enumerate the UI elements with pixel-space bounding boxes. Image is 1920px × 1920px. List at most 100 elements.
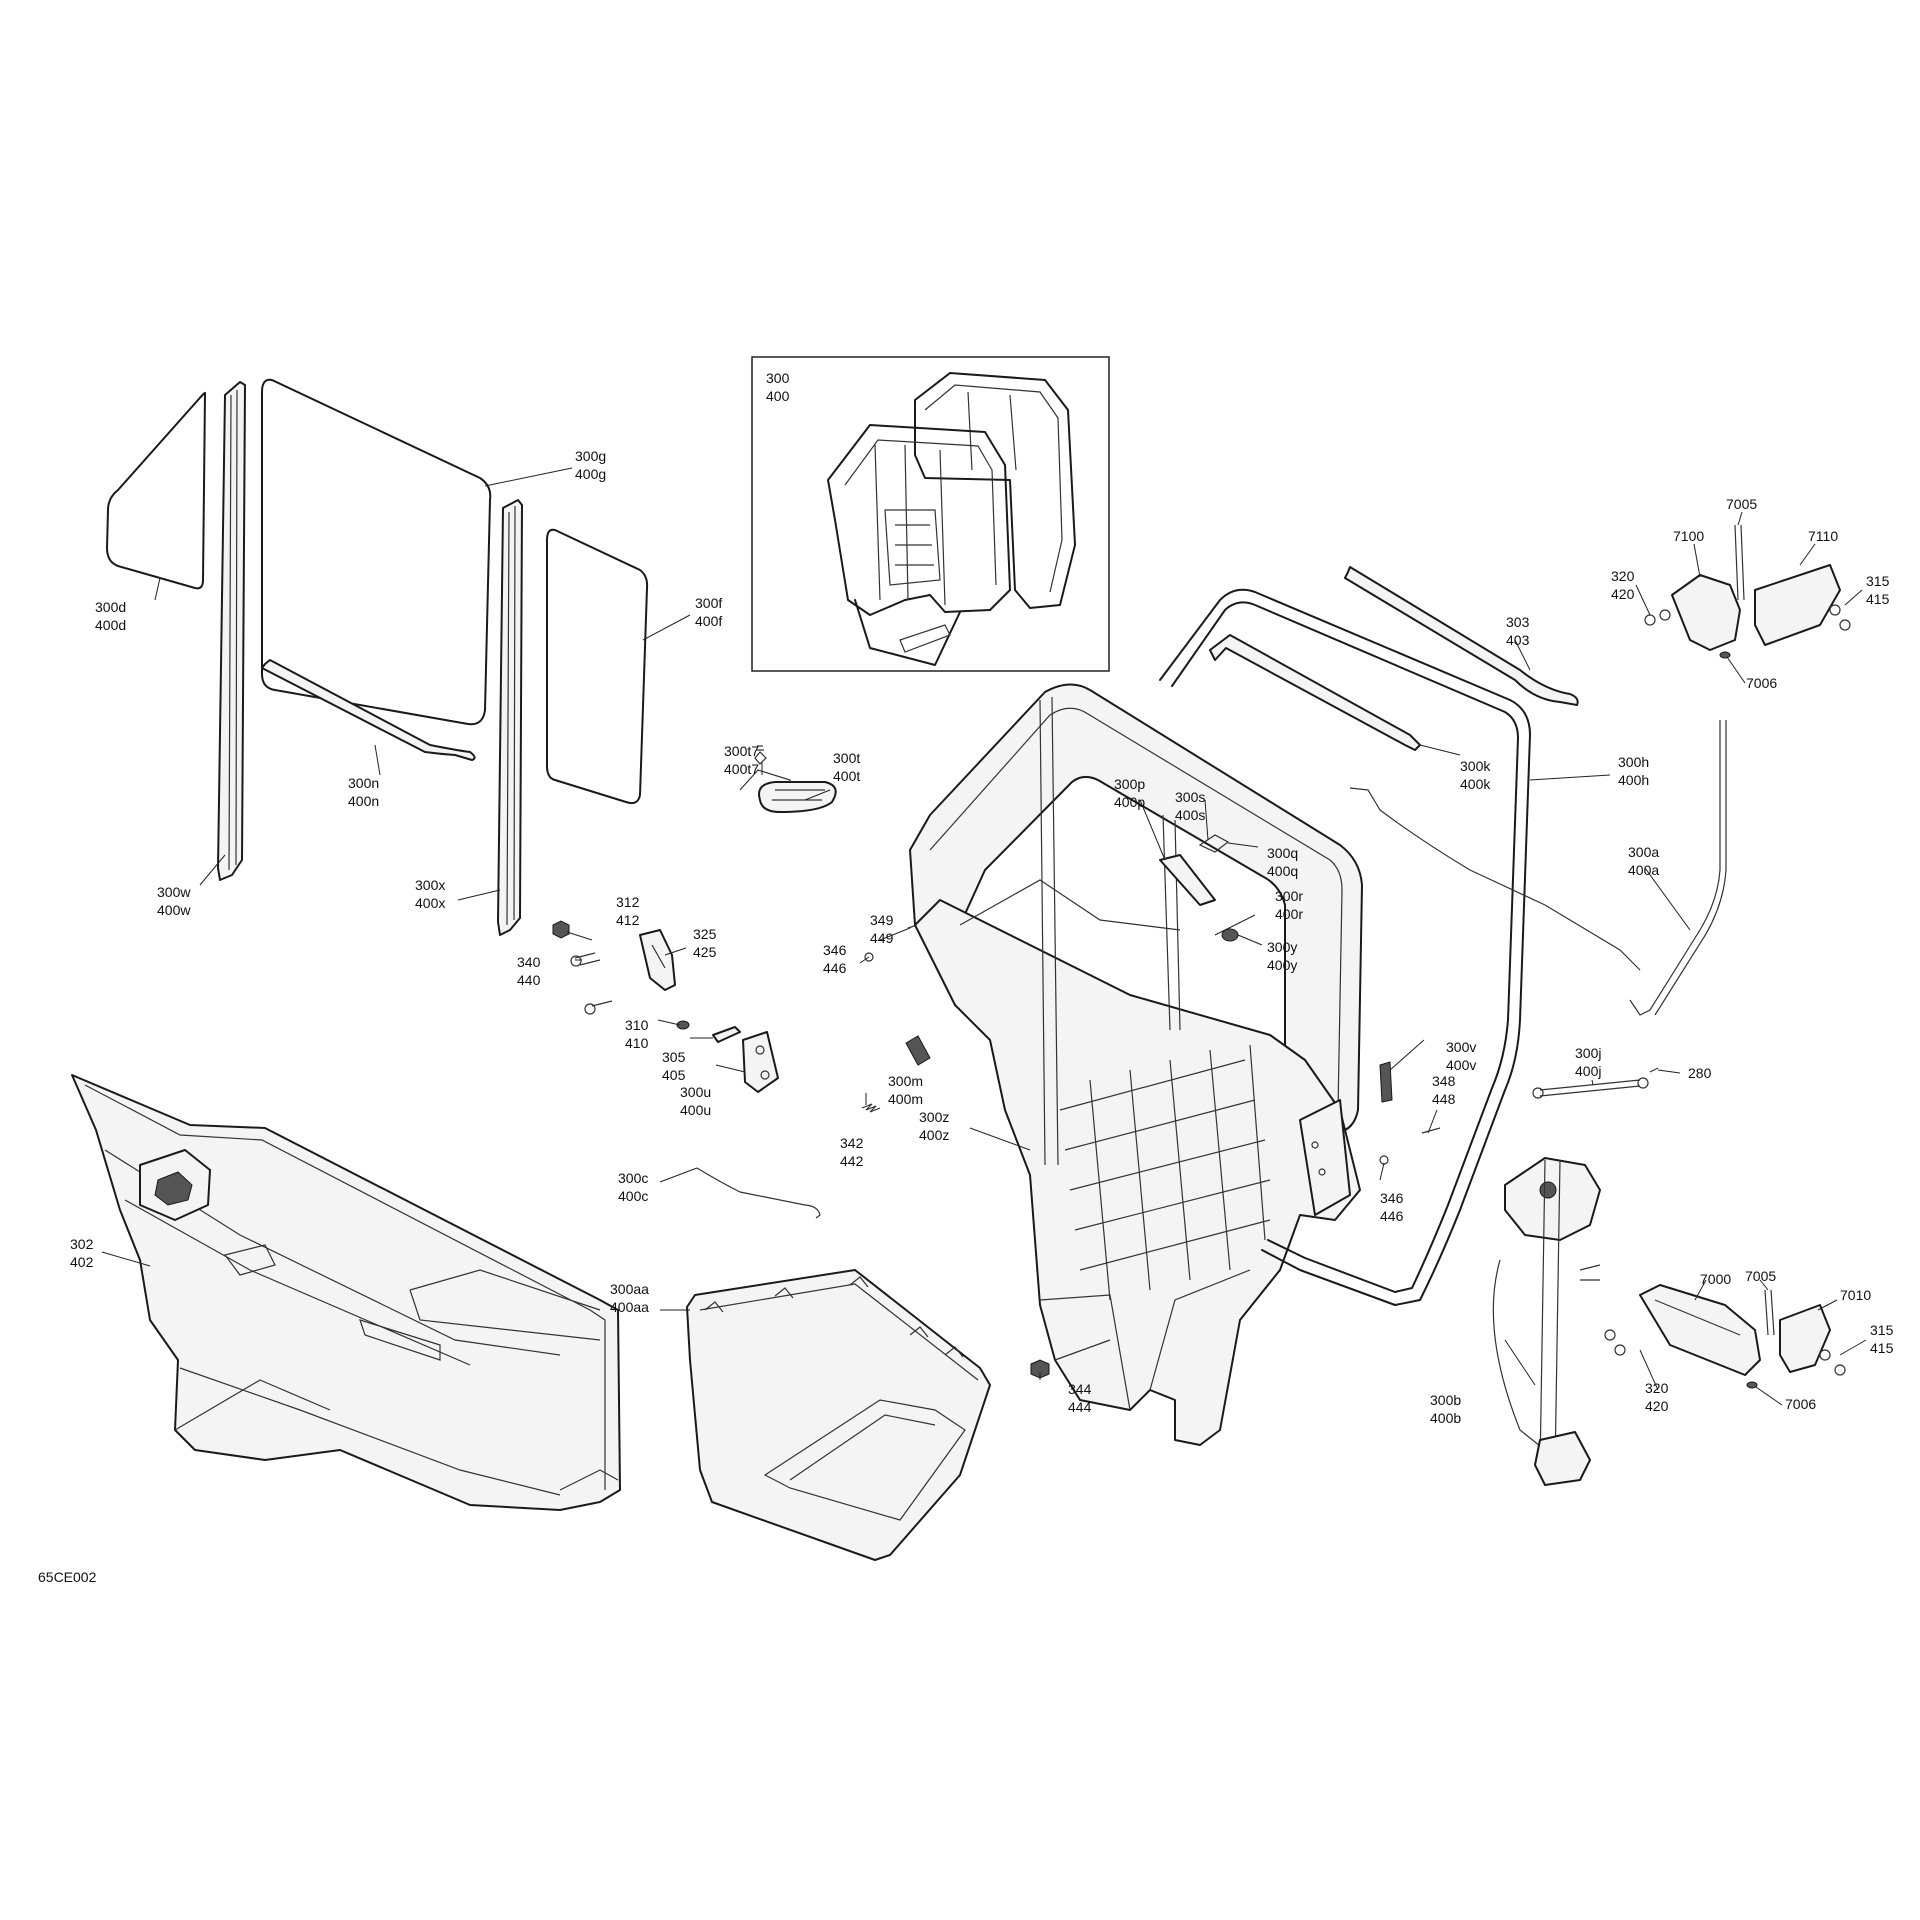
inset-door-assembly: 300 400 [751,356,1110,672]
callout-300m-1: 300m [888,1073,923,1089]
callout-300p-2: 400p [1114,794,1145,810]
callout-300r-2: 400r [1275,906,1303,922]
callout-300w-1: 300w [157,884,191,900]
callout-7100: 7100 [1673,528,1704,544]
inset-label-1: 300 [766,370,790,386]
callout-300t7-1: 300t7 [724,743,759,759]
callout-303-2: 403 [1506,632,1530,648]
lower-hinge [1604,1284,1846,1389]
window-regulator [1492,1067,1659,1486]
callout-300a-1: 300a [1628,844,1659,860]
callout-300aa-1: 300aa [610,1281,649,1297]
callout-300f-1: 300f [695,595,722,611]
callout-300h-2: 400h [1618,772,1649,788]
callout-310-2: 410 [625,1035,649,1051]
callout-325-1: 325 [693,926,717,942]
callout-340-1: 340 [517,954,541,970]
callout-7005a: 7005 [1726,496,1757,512]
callout-349-1: 349 [870,912,894,928]
callout-346a-1: 346 [823,942,847,958]
callout-300n-2: 400n [348,793,379,809]
callout-7010: 7010 [1840,1287,1871,1303]
callout-300d-1: 300d [95,599,126,615]
callout-300g-1: 300g [575,448,606,464]
callout-300b-2: 400b [1430,1410,1461,1426]
callout-300j-1: 300j [1575,1045,1601,1061]
callout-300w-2: 400w [157,902,191,918]
callout-300n-1: 300n [348,775,379,791]
callout-300z-1: 300z [919,1109,949,1125]
callout-302-1: 302 [70,1236,94,1252]
callout-300j-2: 400j [1575,1063,1601,1079]
callout-300x-2: 400x [415,895,445,911]
callout-344-2: 444 [1068,1399,1092,1415]
callout-300t7-2: 400t7 [724,761,759,777]
callout-300t-2: 400t [833,768,860,784]
callout-300s-1: 300s [1175,789,1205,805]
diagram-code: 65CE002 [38,1569,97,1585]
callout-349-2: 449 [870,930,894,946]
latch-hardware [552,745,1050,1379]
callout-344-1: 344 [1068,1381,1092,1397]
callout-300x-1: 300x [415,877,445,893]
callout-315a-1: 315 [1866,573,1890,589]
callout-300v-1: 300v [1446,1039,1476,1055]
callout-300v-2: 400v [1446,1057,1476,1073]
callout-7006b: 7006 [1785,1396,1816,1412]
callout-300aa-2: 400aa [610,1299,649,1315]
callout-342-1: 342 [840,1135,864,1151]
callout-300t-1: 300t [833,750,860,766]
callout-315b-1: 315 [1870,1322,1894,1338]
callout-300a-2: 400a [1628,862,1659,878]
callout-300m-2: 400m [888,1091,923,1107]
callout-300z-2: 400z [919,1127,949,1143]
callout-300q-2: 400q [1267,863,1298,879]
callout-300p-1: 300p [1114,776,1145,792]
callout-300c-2: 400c [618,1188,648,1204]
callout-310-1: 310 [625,1017,649,1033]
callout-320b-1: 320 [1645,1380,1669,1396]
callout-7000: 7000 [1700,1271,1731,1287]
callout-315b-2: 415 [1870,1340,1894,1356]
callout-348-2: 448 [1432,1091,1456,1107]
callout-346a-2: 446 [823,960,847,976]
callout-305-1: 305 [662,1049,686,1065]
callout-342-2: 442 [840,1153,864,1169]
callout-300k-1: 300k [1460,758,1491,774]
callout-312-1: 312 [616,894,640,910]
callout-312-2: 412 [616,912,640,928]
callout-300h-1: 300h [1618,754,1649,770]
callout-labels: 300g 400g 300d 400d 300f 400f 300n 400n … [70,448,1894,1426]
glass-panels [106,378,649,936]
callout-303-1: 303 [1506,614,1530,630]
door-trim-panel [71,1074,621,1511]
callout-300r-1: 300r [1275,888,1303,904]
callout-300q-1: 300q [1267,845,1298,861]
callout-7006a: 7006 [1746,675,1777,691]
callout-348-1: 348 [1432,1073,1456,1089]
callout-320b-2: 420 [1645,1398,1669,1414]
callout-300u-2: 400u [680,1102,711,1118]
callout-300y-2: 400y [1267,957,1297,973]
callout-280: 280 [1688,1065,1712,1081]
callout-7005b: 7005 [1745,1268,1776,1284]
callout-346b-1: 346 [1380,1190,1404,1206]
callout-320a-1: 320 [1611,568,1635,584]
callout-305-2: 405 [662,1067,686,1083]
inset-label-2: 400 [766,388,790,404]
map-pocket [686,1269,991,1561]
callout-302-2: 402 [70,1254,94,1270]
callout-346b-2: 446 [1380,1208,1404,1224]
callout-300s-2: 400s [1175,807,1205,823]
callout-300c-1: 300c [618,1170,648,1186]
callout-300y-1: 300y [1267,939,1297,955]
leader-lines [101,467,1867,1406]
callout-7110: 7110 [1808,528,1838,544]
callout-300d-2: 400d [95,617,126,633]
callout-300u-1: 300u [680,1084,711,1100]
callout-320a-2: 420 [1611,586,1635,602]
callout-300b-1: 300b [1430,1392,1461,1408]
callout-300k-2: 400k [1460,776,1491,792]
callout-340-2: 440 [517,972,541,988]
